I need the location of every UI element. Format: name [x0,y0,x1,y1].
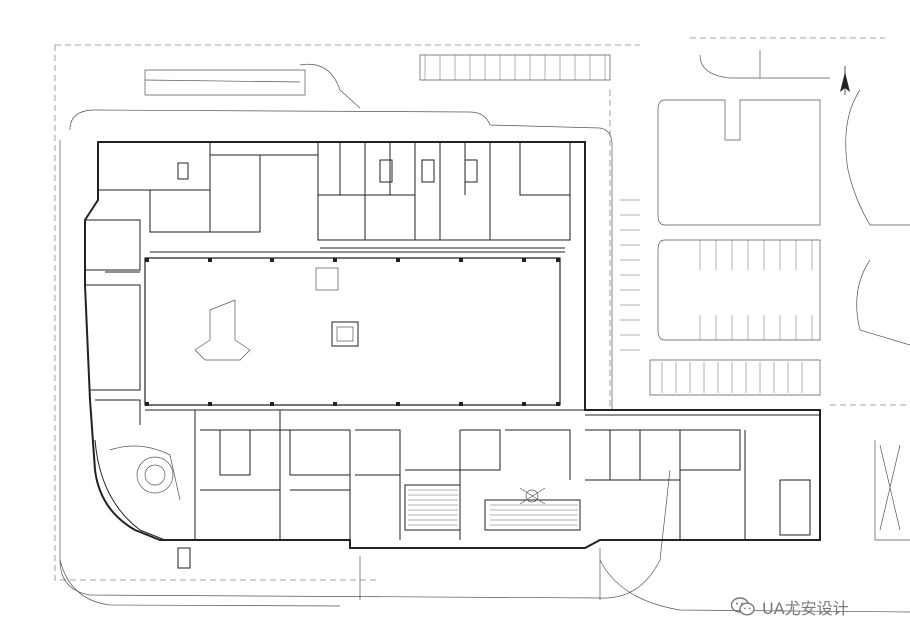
central-atrium [144,257,561,406]
watermark-text: UA尤安设计 [762,599,849,618]
site-boundary [54,37,910,599]
north-arrow-icon [840,66,850,95]
building-outline [84,141,821,549]
right-parking-blocks [620,89,910,541]
west-wing-rooms [85,219,141,425]
structural-columns [145,258,560,406]
courtyard-ornament [519,487,546,505]
wechat-icon [730,597,755,616]
top-parking-area [144,50,830,109]
stair-hatching [408,489,578,526]
north-wing-rooms [97,142,571,253]
watermark: UA尤安设计 [730,594,849,620]
southwest-rotunda [94,439,191,569]
south-wing-rooms [145,409,820,540]
south-road [59,548,910,613]
